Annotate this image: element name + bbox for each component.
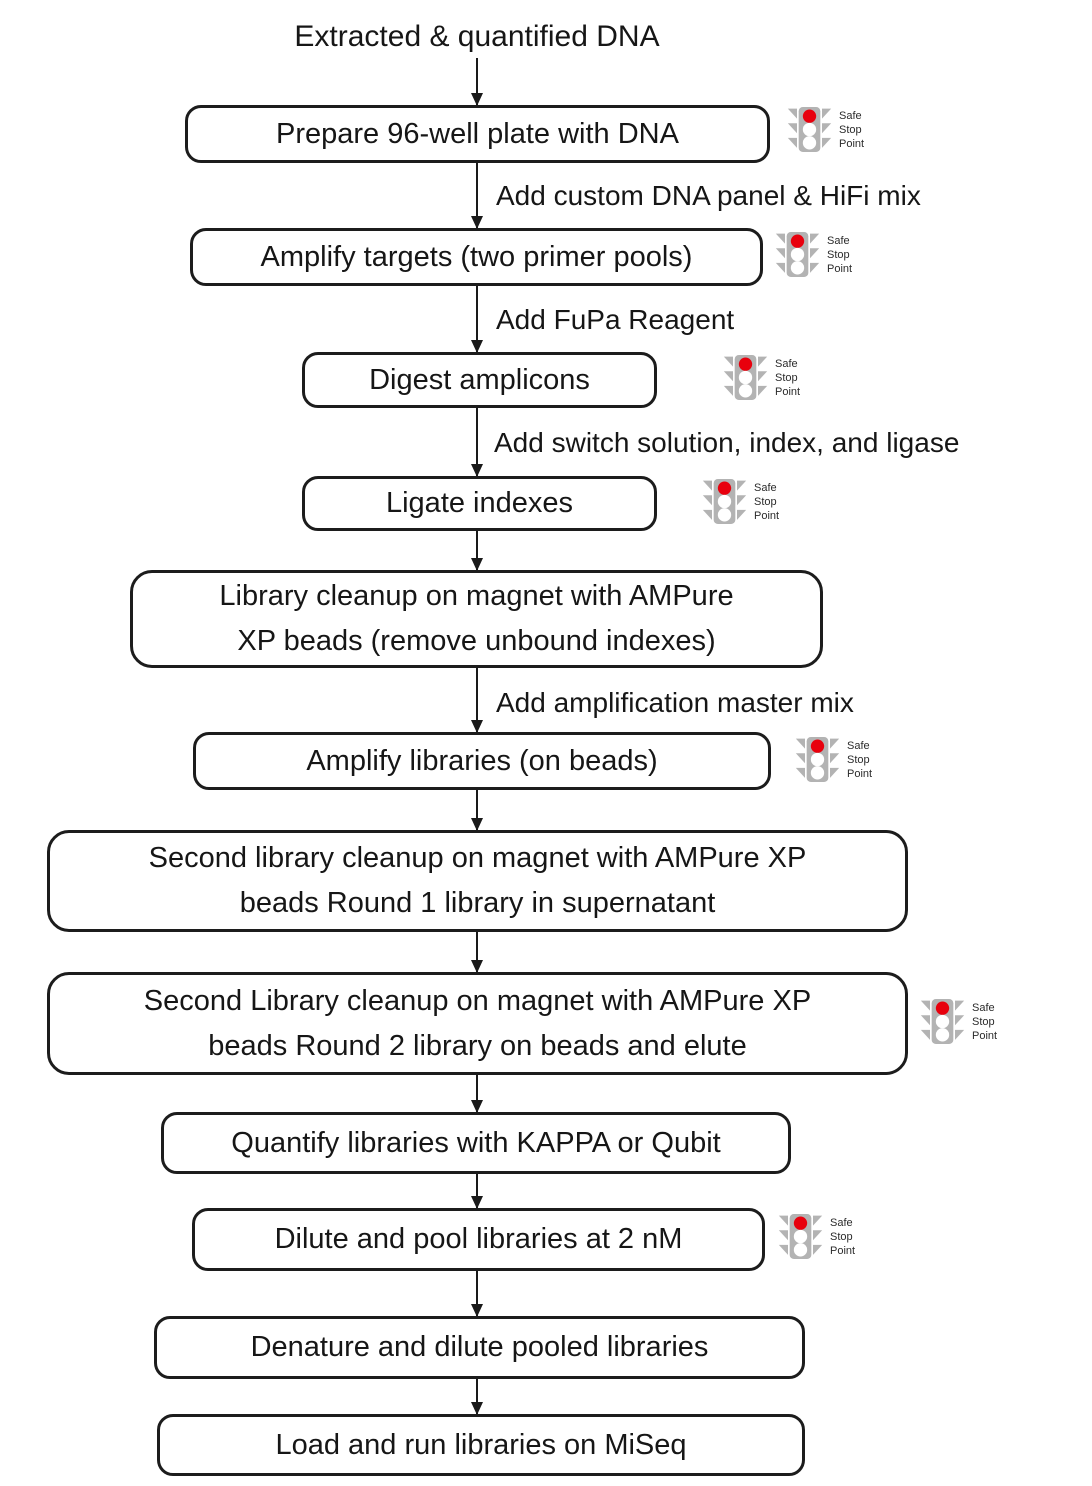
safe-stop-label-line: Safe bbox=[754, 481, 777, 494]
arrow-down-icon bbox=[476, 531, 478, 570]
arrow-down-icon bbox=[476, 163, 478, 228]
safe-stop-label-line: Point bbox=[972, 1029, 998, 1042]
safe-stop-point-indicator: Safe Stop Point bbox=[775, 231, 852, 278]
step-label: Prepare 96-well plate with DNA bbox=[276, 117, 679, 150]
safe-stop-point-label: Safe Stop Point bbox=[827, 234, 852, 276]
traffic-light-icon bbox=[723, 354, 768, 401]
step-label: Second library cleanup on magnet with AM… bbox=[148, 842, 807, 874]
step-label: Library cleanup on magnet with AMPure bbox=[219, 580, 734, 612]
flow-step-quantify-libraries: Quantify libraries with KAPPA or Qubit bbox=[161, 1112, 791, 1174]
step-label: Second Library cleanup on magnet with AM… bbox=[143, 984, 812, 1017]
step-label: Digest amplicons bbox=[369, 363, 590, 396]
flow-step-load-run: Load and run libraries on MiSeq bbox=[157, 1414, 805, 1476]
traffic-light-icon bbox=[920, 998, 965, 1045]
safe-stop-point-indicator: Safe Stop Point bbox=[723, 354, 800, 401]
safe-stop-label-line: Safe bbox=[827, 234, 850, 247]
safe-stop-label-line: Safe bbox=[839, 109, 862, 122]
step-label: Amplify libraries (on beads) bbox=[306, 744, 658, 777]
flow-step-library-cleanup: Library cleanup on magnet with AMPure XP… bbox=[130, 570, 823, 668]
edge-label-add-mix: Add amplification master mix bbox=[496, 687, 854, 718]
step-label: Ligate indexes bbox=[385, 487, 574, 519]
step-label: Quantify libraries with KAPPA or Qubit bbox=[231, 1126, 721, 1159]
edge-label-add-fupa: Add FuPa Reagent bbox=[496, 304, 735, 335]
flow-step-second-cleanup-round-1: Second library cleanup on magnet with AM… bbox=[47, 830, 908, 932]
flow-step-dilute-pool: Dilute and pool libraries at 2 nM bbox=[192, 1208, 765, 1271]
safe-stop-point-label: Safe Stop Point bbox=[847, 739, 872, 781]
safe-stop-label-line: Point bbox=[839, 137, 865, 150]
step-label: beads Round 1 library in supernatant bbox=[239, 887, 716, 919]
safe-stop-point-label: Safe Stop Point bbox=[775, 357, 800, 399]
safe-stop-point-label: Safe Stop Point bbox=[839, 109, 864, 151]
edge-label-add-panel: Add custom DNA panel & HiFi mix bbox=[496, 180, 921, 211]
flow-step-amplify-targets: Amplify targets (two primer pools) bbox=[190, 228, 763, 286]
step-label: beads Round 2 library on beads and elute bbox=[208, 1029, 747, 1062]
arrow-down-icon bbox=[476, 1271, 478, 1316]
safe-stop-label-line: Stop bbox=[839, 123, 862, 136]
arrow-down-icon bbox=[476, 408, 478, 476]
safe-stop-point-indicator: Safe Stop Point bbox=[795, 736, 872, 783]
traffic-light-icon bbox=[775, 231, 820, 278]
flow-step-second-cleanup-round-2: Second Library cleanup on magnet with AM… bbox=[47, 972, 908, 1075]
arrow-down-icon bbox=[476, 1075, 478, 1112]
safe-stop-point-label: Safe Stop Point bbox=[972, 1001, 997, 1043]
step-label: Load and run libraries on MiSeq bbox=[275, 1428, 687, 1461]
safe-stop-label-line: Safe bbox=[972, 1001, 995, 1014]
safe-stop-label-line: Point bbox=[827, 262, 853, 275]
safe-stop-point-label: Safe Stop Point bbox=[830, 1216, 855, 1258]
safe-stop-label-line: Stop bbox=[972, 1015, 995, 1028]
safe-stop-label-line: Safe bbox=[830, 1216, 853, 1229]
step-label: Denature and dilute pooled libraries bbox=[250, 1331, 709, 1363]
arrow-down-icon bbox=[476, 1174, 478, 1208]
traffic-light-icon bbox=[795, 736, 840, 783]
safe-stop-label-line: Stop bbox=[827, 248, 850, 261]
arrow-down-icon bbox=[476, 1379, 478, 1414]
flow-step-prepare-plate: Prepare 96-well plate with DNA bbox=[185, 105, 770, 163]
safe-stop-point-indicator: Safe Stop Point bbox=[778, 1213, 855, 1260]
flow-step-amplify-libraries: Amplify libraries (on beads) bbox=[193, 732, 771, 790]
safe-stop-label-line: Safe bbox=[847, 739, 870, 752]
safe-stop-label-line: Point bbox=[830, 1244, 856, 1257]
arrow-down-icon bbox=[476, 932, 478, 972]
arrow-down-icon bbox=[476, 286, 478, 352]
step-label: Dilute and pool libraries at 2 nM bbox=[274, 1223, 683, 1255]
safe-stop-label-line: Point bbox=[775, 385, 801, 398]
step-label: Amplify targets (two primer pools) bbox=[260, 240, 693, 273]
safe-stop-label-line: Stop bbox=[830, 1230, 853, 1243]
arrow-down-icon bbox=[476, 668, 478, 732]
safe-stop-point-indicator: Safe Stop Point bbox=[920, 998, 997, 1045]
flow-step-digest-amplicons: Digest amplicons bbox=[302, 352, 657, 408]
safe-stop-point-indicator: Safe Stop Point bbox=[787, 106, 864, 153]
edge-label-add-switch: Add switch solution, index, and ligase bbox=[494, 427, 960, 458]
traffic-light-icon bbox=[778, 1213, 823, 1260]
safe-stop-label-line: Safe bbox=[775, 357, 798, 370]
flow-step-denature-dilute: Denature and dilute pooled libraries bbox=[154, 1316, 805, 1379]
safe-stop-label-line: Point bbox=[754, 509, 780, 522]
arrow-down-icon bbox=[476, 58, 478, 105]
flowchart-title: Extracted & quantified DNA bbox=[294, 20, 660, 53]
arrow-down-icon bbox=[476, 790, 478, 830]
traffic-light-icon bbox=[787, 106, 832, 153]
safe-stop-point-label: Safe Stop Point bbox=[754, 481, 779, 523]
safe-stop-label-line: Point bbox=[847, 767, 873, 780]
safe-stop-label-line: Stop bbox=[754, 495, 777, 508]
traffic-light-icon bbox=[702, 478, 747, 525]
safe-stop-point-indicator: Safe Stop Point bbox=[702, 478, 779, 525]
safe-stop-label-line: Stop bbox=[775, 371, 798, 384]
safe-stop-label-line: Stop bbox=[847, 753, 870, 766]
step-label: XP beads (remove unbound indexes) bbox=[237, 625, 716, 657]
flow-step-ligate-indexes: Ligate indexes bbox=[302, 476, 657, 531]
